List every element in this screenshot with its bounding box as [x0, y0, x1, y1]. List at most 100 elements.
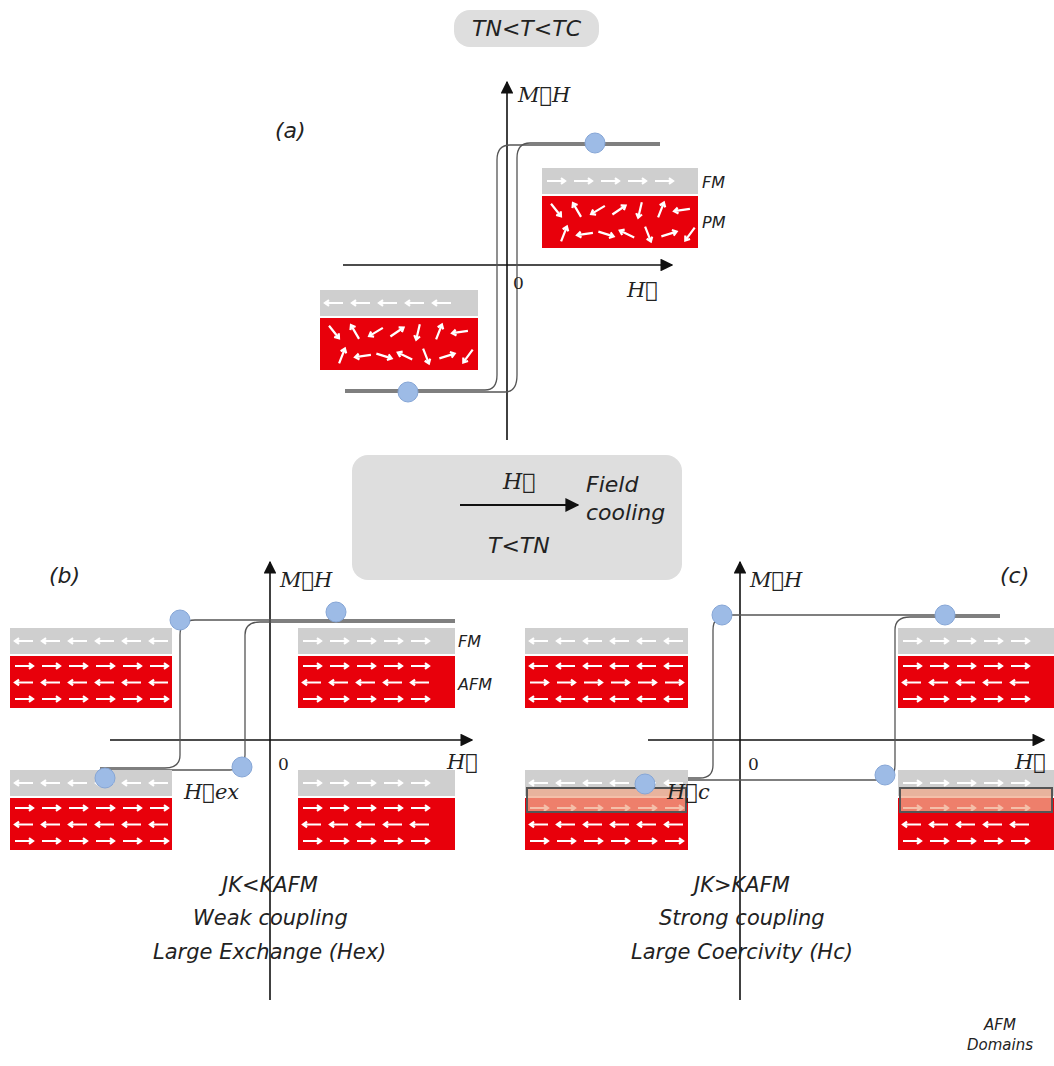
- effect-note: Large Coercivity (Hc): [631, 940, 853, 964]
- spin-arrow: [463, 350, 472, 363]
- spin-arrow: [665, 680, 683, 686]
- fm-layer: [525, 628, 688, 654]
- bottom-layer: [10, 798, 172, 850]
- spin-arrow: [339, 349, 346, 364]
- spin-arrow: [384, 780, 402, 786]
- spin-arrow: [96, 663, 114, 669]
- spin-arrow: [601, 178, 619, 184]
- spin-arrow: [69, 638, 87, 644]
- temperature-condition: T<TN: [488, 533, 550, 558]
- spin-arrow: [957, 696, 975, 702]
- spin-arrow: [42, 838, 60, 844]
- spin-arrow: [69, 838, 87, 844]
- spin-arrow: [303, 805, 321, 811]
- spin-arrow: [69, 680, 87, 686]
- spin-arrow: [330, 663, 348, 669]
- spin-arrow: [69, 663, 87, 669]
- bottom-layer: [320, 318, 478, 370]
- spin-arrow: [411, 805, 429, 811]
- spin-arrow: [930, 663, 948, 669]
- field-symbol: H⃗: [503, 469, 535, 494]
- spin-arrow: [433, 300, 451, 306]
- spin-arrow: [557, 838, 575, 844]
- spin-arrow: [69, 696, 87, 702]
- spin-arrow: [411, 638, 429, 644]
- layer-stack: [10, 770, 172, 850]
- coupling-condition: JK<KAFM: [222, 873, 318, 897]
- spin-arrow: [69, 822, 87, 828]
- spin-arrow: [303, 663, 321, 669]
- spin-arrow: [452, 330, 468, 336]
- spin-arrow: [665, 638, 683, 644]
- spin-arrow: [547, 178, 565, 184]
- bottom-layer: [898, 656, 1054, 708]
- spin-arrow: [957, 838, 975, 844]
- spin-arrow: [655, 178, 673, 184]
- spin-arrow: [611, 822, 629, 828]
- axis-label: H⃗: [447, 750, 478, 774]
- spin-arrow: [352, 300, 370, 306]
- spin-arrow: [384, 680, 402, 686]
- spin-arrow: [638, 838, 656, 844]
- spin-arrow: [530, 663, 548, 669]
- spin-arrow: [150, 680, 168, 686]
- spin-arrow: [42, 680, 60, 686]
- layer-stack: [10, 628, 172, 708]
- spin-arrow: [551, 204, 561, 217]
- spin-arrow: [325, 300, 343, 306]
- spin-arrow: [303, 638, 321, 644]
- bottom-layer: [298, 798, 455, 850]
- spin-arrow: [414, 324, 420, 340]
- spin-arrow: [584, 838, 602, 844]
- spin-arrow: [674, 208, 690, 214]
- axes: [110, 82, 1044, 1000]
- spin-arrow: [96, 696, 114, 702]
- spin-arrow: [150, 838, 168, 844]
- spin-arrow: [15, 780, 33, 786]
- spin-arrow: [957, 780, 975, 786]
- spin-arrow: [330, 696, 348, 702]
- fm-layer: [320, 290, 478, 316]
- origin-label: 0: [513, 273, 524, 293]
- spin-arrow: [69, 805, 87, 811]
- spin-arrow: [150, 780, 168, 786]
- spin-arrow: [411, 822, 429, 828]
- effect-note: Large Exchange (Hex): [153, 940, 386, 964]
- spin-arrow: [557, 696, 575, 702]
- spin-arrow: [1011, 638, 1029, 644]
- panel-letter: (a): [275, 118, 306, 143]
- spin-arrow: [665, 822, 683, 828]
- fm-layer: [542, 168, 698, 194]
- process-name: Field cooling: [586, 471, 682, 526]
- afm-domain-box: [900, 788, 1052, 812]
- spin-arrow: [330, 638, 348, 644]
- spin-arrow: [903, 663, 921, 669]
- spin-arrow: [330, 838, 348, 844]
- spin-arrow: [638, 696, 656, 702]
- spin-arrow: [330, 680, 348, 686]
- spin-arrow: [611, 680, 629, 686]
- bottom-layer: [542, 196, 698, 248]
- spin-arrow: [984, 838, 1002, 844]
- spin-arrow: [658, 203, 665, 218]
- spin-arrow: [303, 822, 321, 828]
- field-label: H⃗c: [667, 780, 710, 804]
- spin-arrow: [376, 354, 391, 360]
- axis-label: H⃗: [627, 278, 658, 302]
- layer-stack: [542, 168, 698, 248]
- spin-arrow: [584, 663, 602, 669]
- spin-arrow: [303, 780, 321, 786]
- condition-text: TN<T<TC: [472, 16, 581, 41]
- panel-letter: (b): [49, 563, 80, 588]
- spin-arrow: [123, 663, 141, 669]
- spin-arrow: [436, 325, 443, 340]
- spin-arrow: [611, 780, 629, 786]
- spin-arrow: [379, 300, 397, 306]
- spin-arrow: [357, 780, 375, 786]
- spin-arrow: [150, 805, 168, 811]
- spin-arrow: [628, 178, 646, 184]
- spin-arrow: [384, 838, 402, 844]
- spin-arrow: [369, 328, 383, 337]
- spin-arrow: [591, 206, 605, 215]
- spin-arrow: [638, 680, 656, 686]
